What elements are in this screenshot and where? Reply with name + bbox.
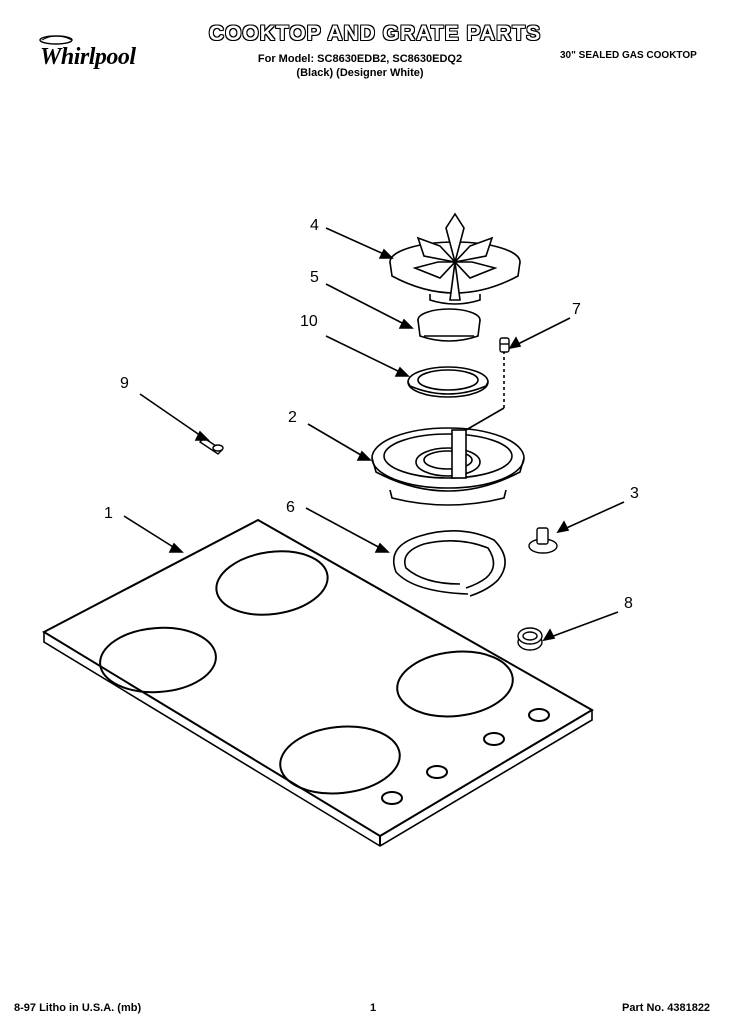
- model-block: For Model: SC8630EDB2, SC8630EDQ2 (Black…: [230, 52, 490, 80]
- page-number: 1: [370, 1002, 377, 1014]
- callout-8: 8: [624, 595, 633, 612]
- product-description: 30" SEALED GAS COOKTOP: [560, 50, 697, 61]
- burner-grate: [389, 212, 521, 305]
- callout-5: 5: [310, 269, 319, 286]
- burner-base: [371, 350, 525, 506]
- callout-7: 7: [572, 301, 581, 318]
- whirlpool-logo: Whirlpool: [28, 30, 158, 76]
- model-numbers: For Model: SC8630EDB2, SC8630EDQ2: [257, 53, 463, 65]
- part-number: Part No. 4381822: [622, 1002, 711, 1014]
- cooktop-plate: [41, 518, 594, 847]
- callout-1: 1: [104, 505, 113, 522]
- callout-10: 10: [300, 313, 318, 330]
- callout-9: 9: [120, 375, 129, 392]
- burner-ring-gasket: [407, 366, 489, 398]
- brand-wordmark: Whirlpool: [40, 44, 136, 70]
- valve-knob: [528, 527, 558, 554]
- callout-2: 2: [288, 409, 297, 426]
- burner-cap: [417, 308, 481, 342]
- model-colors: (Black) (Designer White): [296, 67, 424, 79]
- split-ring: [392, 530, 506, 597]
- page-title: COOKTOP AND GRATE PARTS: [208, 22, 542, 45]
- callout-numbers: 1 2 3 4 5 6 7 8 9 10: [104, 217, 639, 612]
- print-info: 8-97 Litho in U.S.A. (mb): [14, 1002, 142, 1014]
- grommet: [517, 627, 543, 651]
- callout-4: 4: [310, 217, 319, 234]
- logo-swoosh-icon: [39, 35, 73, 45]
- callout-3: 3: [630, 485, 639, 502]
- electrode: [499, 337, 510, 353]
- leader-lines: [123, 227, 625, 642]
- callout-6: 6: [286, 499, 295, 516]
